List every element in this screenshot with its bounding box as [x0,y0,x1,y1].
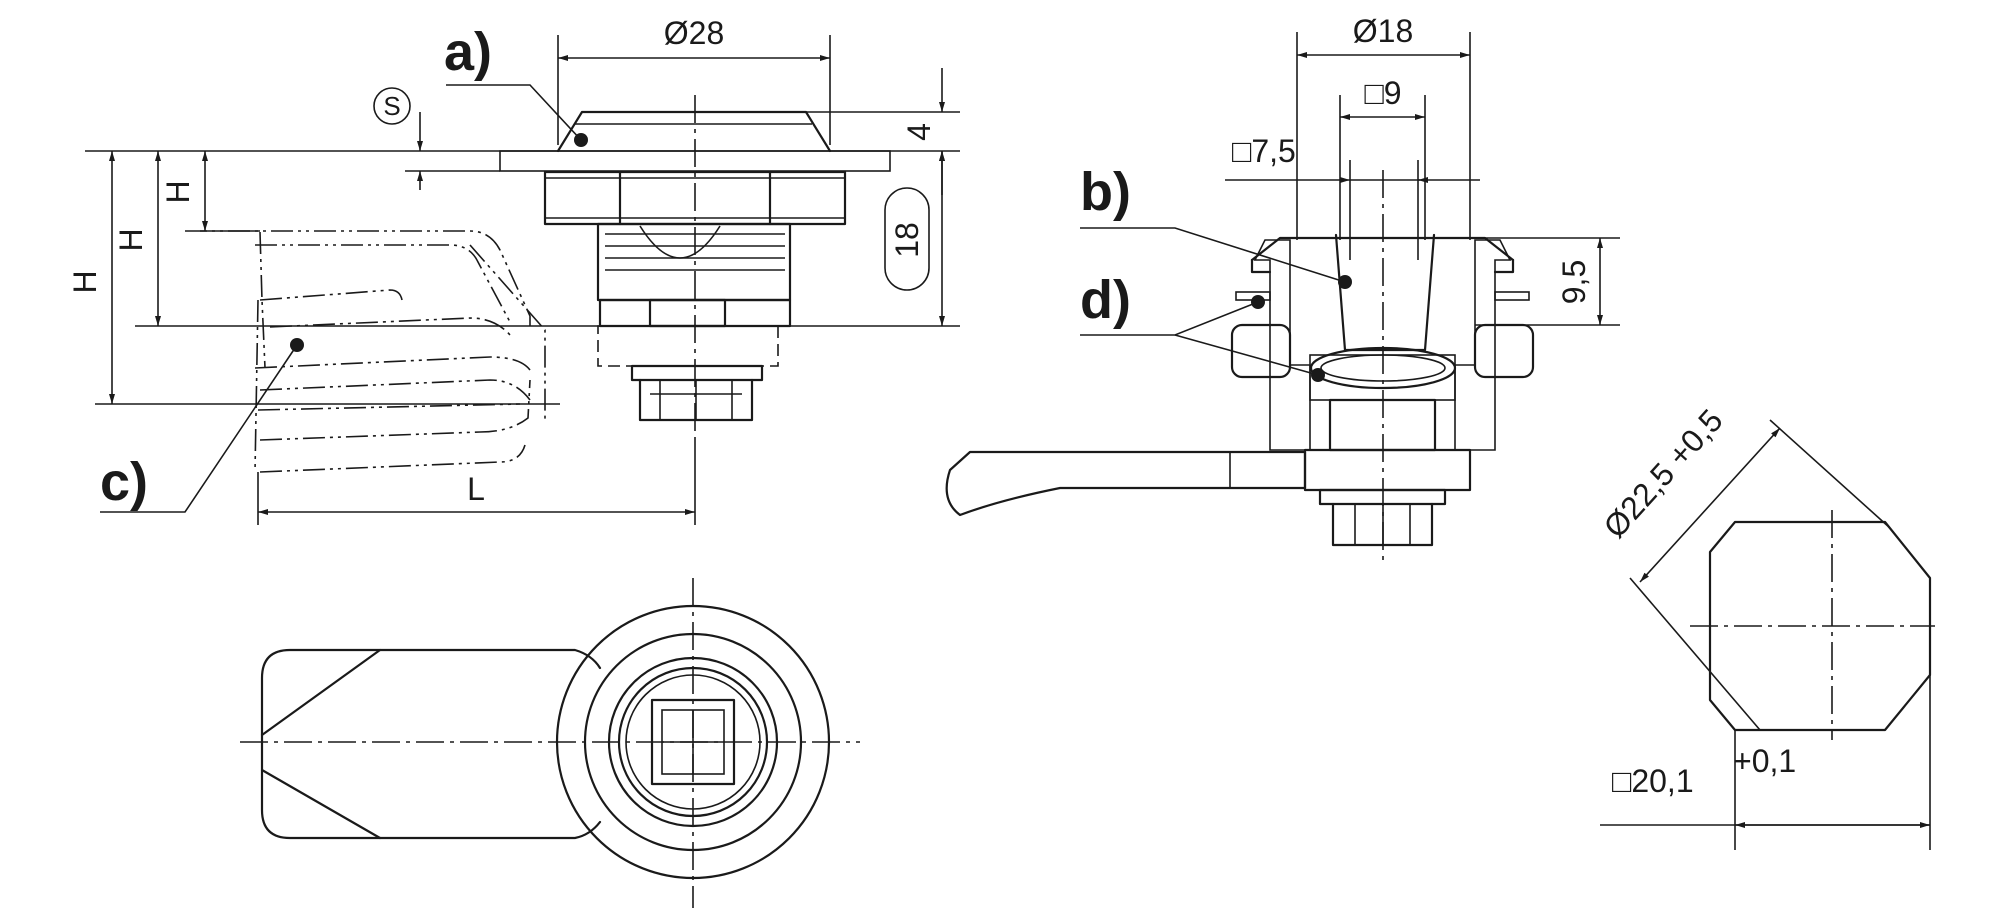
bottom-washer [630,364,764,382]
dim-4-label: 4 [901,123,937,141]
cutout-outline [1708,520,1932,732]
H-label-3: H [160,180,196,203]
label-b: b) [1080,162,1131,222]
leader-d-2 [1174,334,1319,376]
section-nut-left [1230,323,1292,379]
leader-b [1080,227,1346,283]
cam-phantom-positions [185,230,546,473]
sq9-label: □9 [1364,75,1401,111]
dia22-5-label: Ø22,5 +0,5 [1596,402,1729,544]
cam-lever-top [260,648,602,840]
side-view: H H H S Ø28 4 18 L a) c) [67,15,960,525]
H-label-1: H [67,270,103,293]
dia18-label: Ø18 [1353,13,1413,49]
S-label: S [383,91,400,121]
dia22-5-dim [1639,427,1781,583]
leader-c [100,344,298,513]
sq7-5-label: □7,5 [1232,133,1296,169]
sq20-1-tolerance: +0,1 [1733,743,1796,779]
panel-cutout-view: Ø22,5 +0,5 □20,1 +0,1 [1596,402,1935,850]
dim-18-box [884,187,930,291]
S-symbol-circle [373,87,411,125]
plug [1334,233,1436,352]
section-nut-right [1473,323,1535,379]
dim-18-label: 18 [889,222,925,258]
L-label: L [467,471,485,507]
threaded-body [596,222,792,302]
section-lever [945,450,1307,517]
top-view [240,578,860,908]
leader-a [446,84,582,141]
H-label-2: H [113,228,149,251]
section-view: Ø18 □9 □7,5 9,5 b) d) [945,13,1620,565]
dim-9-5-label: 9,5 [1556,260,1592,304]
label-d: d) [1080,270,1131,330]
sq20-1-label: □20,1 [1612,763,1694,799]
hex-nut [543,170,847,226]
lock-head [556,110,832,153]
label-c: c) [100,452,148,512]
dia28-label: Ø28 [664,15,724,51]
label-a: a) [444,22,492,82]
